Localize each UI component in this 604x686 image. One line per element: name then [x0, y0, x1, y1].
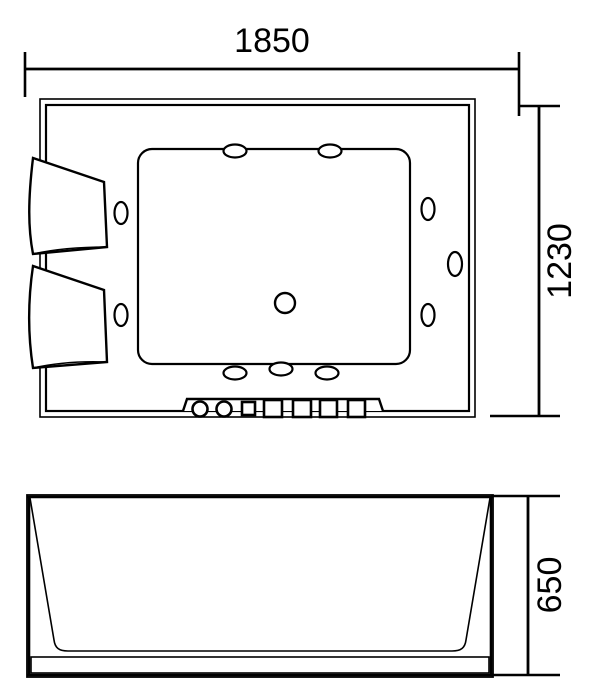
jet-left-upper	[113, 200, 129, 226]
jet-top-left	[222, 143, 248, 159]
dimension-label-depth: 1230	[541, 223, 579, 299]
tub-base-plinth	[30, 656, 490, 674]
headrest-upper-edge-curve	[32, 246, 108, 255]
control-panel-button-1	[240, 400, 257, 417]
jet-right-middle	[446, 250, 464, 278]
jet-bottom-center	[268, 361, 294, 377]
jet-top-right	[317, 143, 343, 159]
dimension-width-1850	[23, 52, 521, 116]
dimension-depth-1230	[490, 104, 560, 418]
control-panel-knob-1	[191, 400, 209, 418]
jet-bottom-left	[222, 365, 248, 381]
tub-elevation-outer-frame	[26, 494, 494, 678]
dimension-label-width: 1850	[234, 22, 310, 60]
drain-outlet	[273, 291, 297, 315]
jet-left-lower	[113, 302, 129, 328]
dimension-height-650	[491, 494, 560, 677]
tub-outer-rim-top-view	[39, 98, 476, 418]
tub-inner-rim-top-view	[44, 103, 471, 413]
jet-bottom-right	[314, 365, 340, 381]
tub-basin-top-view	[136, 147, 412, 366]
headrest-pillow-lower	[28, 264, 109, 370]
headrest-lower-edge-curve	[32, 361, 108, 369]
control-panel-button-5	[346, 398, 367, 419]
control-panel-knob-2	[215, 400, 233, 418]
headrest-pillow-upper	[28, 156, 109, 256]
control-panel-button-3	[291, 398, 313, 419]
jet-right-lower	[420, 302, 436, 328]
tub-basin-profile-elevation	[29, 497, 491, 652]
jet-right-upper	[420, 196, 436, 222]
control-panel-button-4	[318, 398, 339, 419]
dimension-label-height: 650	[531, 557, 569, 614]
control-panel-button-2	[262, 398, 284, 419]
